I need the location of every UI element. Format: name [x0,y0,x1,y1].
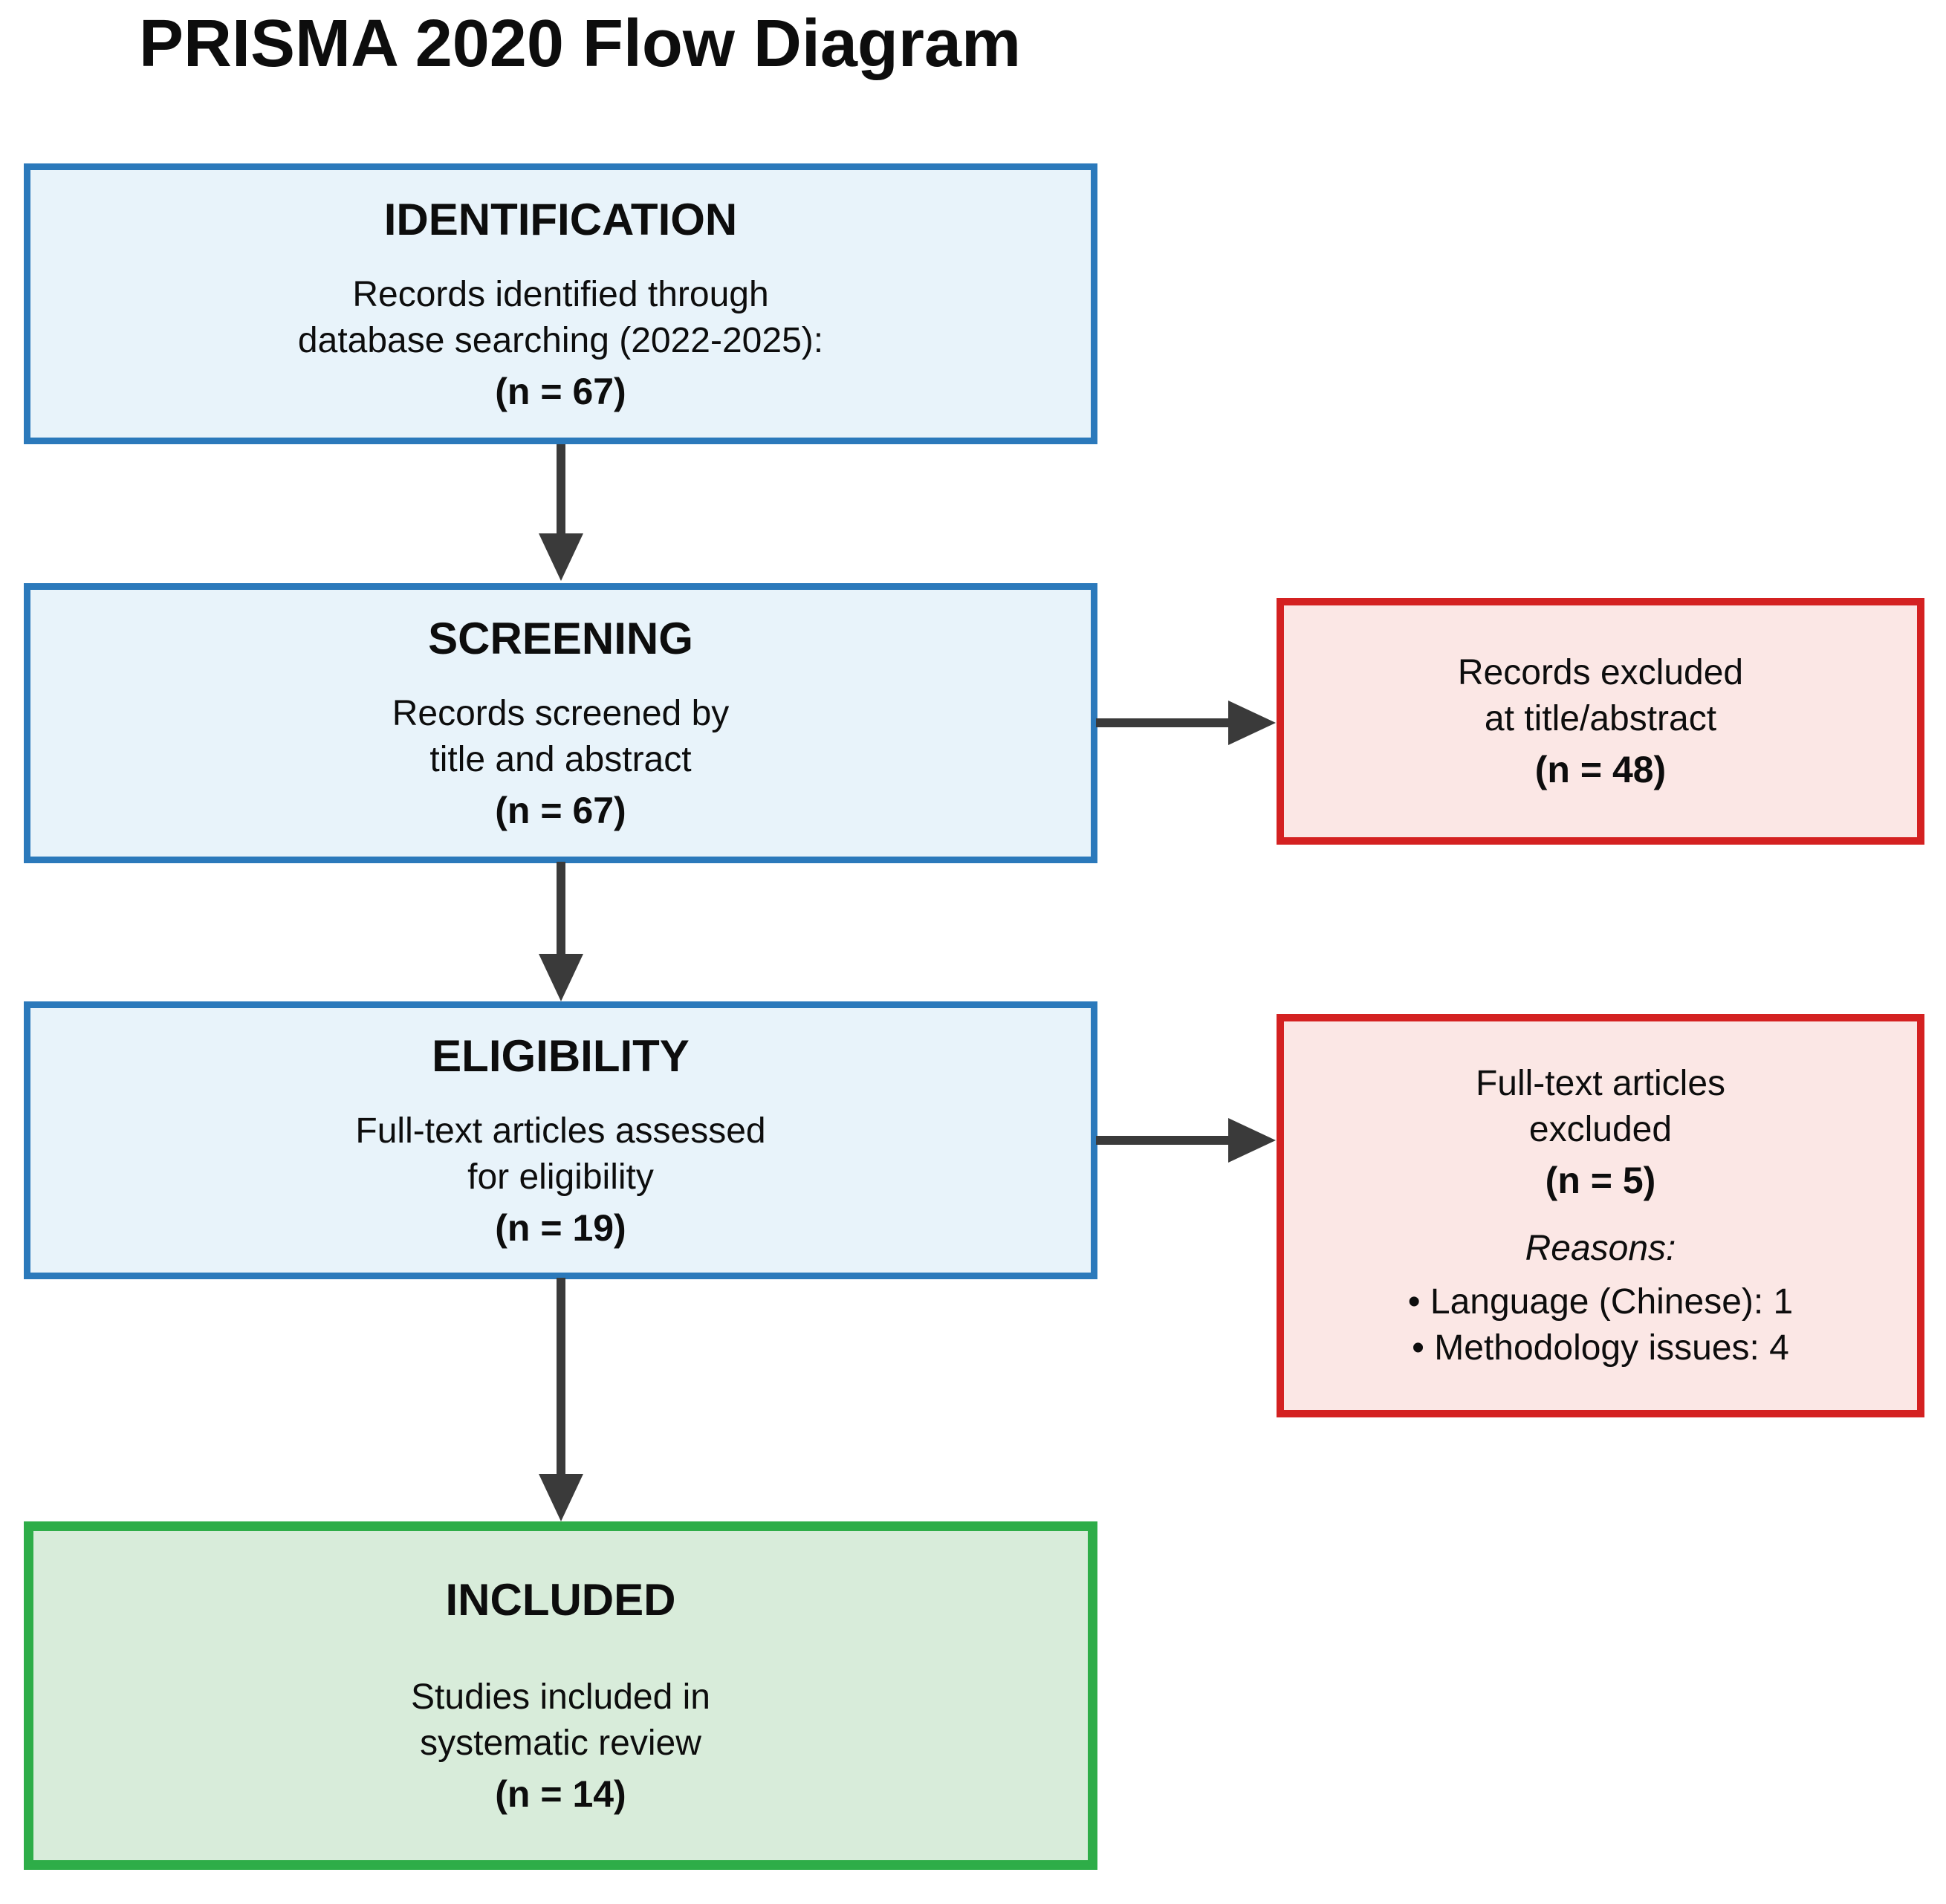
records-excluded-count: (n = 48) [1534,749,1667,790]
eligibility-heading: ELIGIBILITY [432,1030,690,1081]
arrow-eligibility-to-excluded-shaft [1096,1136,1230,1145]
arrow-screening-to-eligibility-head-icon [539,954,583,1001]
exclusion-reasons-label: Reasons: [1525,1228,1676,1268]
included-box: INCLUDED Studies included in systematic … [24,1521,1097,1870]
screening-count: (n = 67) [495,790,626,831]
fulltext-excluded-line-1: Full-text articles [1475,1063,1726,1103]
arrow-eligibility-to-excluded-head-icon [1228,1118,1276,1163]
identification-heading: IDENTIFICATION [383,194,738,244]
eligibility-count: (n = 19) [495,1206,626,1249]
identification-line-2: database searching (2022-2025): [297,320,824,360]
arrow-identification-to-screening-head-icon [539,533,583,581]
identification-count: (n = 67) [495,370,626,412]
included-line-1: Studies included in [411,1677,710,1717]
arrow-screening-to-excluded-head-icon [1228,701,1276,745]
records-excluded-line-1: Records excluded [1457,653,1744,692]
included-count: (n = 14) [495,1773,626,1815]
eligibility-line-1: Full-text articles assessed [355,1111,766,1151]
screening-line-2: title and abstract [429,740,692,779]
identification-box: IDENTIFICATION Records identified throug… [24,163,1097,444]
included-line-2: systematic review [420,1723,701,1763]
exclusion-reason-2: • Methodology issues: 4 [1412,1328,1789,1368]
eligibility-line-2: for eligibility [467,1157,654,1197]
eligibility-box: ELIGIBILITY Full-text articles assessed … [24,1001,1097,1279]
arrow-screening-to-excluded-shaft [1096,718,1230,727]
arrow-screening-to-eligibility-shaft [557,862,565,955]
included-heading: INCLUDED [445,1575,676,1625]
identification-line-1: Records identified through [352,274,769,314]
fulltext-excluded-box: Full-text articles excluded (n = 5) Reas… [1277,1014,1924,1417]
records-excluded-line-2: at title/abstract [1484,699,1717,738]
screening-box: SCREENING Records screened by title and … [24,583,1097,863]
screening-line-1: Records screened by [392,694,730,733]
page-title: PRISMA 2020 Flow Diagram [139,7,1022,81]
fulltext-excluded-line-2: excluded [1528,1109,1673,1149]
fulltext-excluded-count: (n = 5) [1545,1159,1656,1201]
arrow-identification-to-screening-shaft [557,444,565,535]
arrow-eligibility-to-included-head-icon [539,1474,583,1521]
exclusion-reason-1: • Language (Chinese): 1 [1407,1281,1794,1322]
screening-heading: SCREENING [428,614,693,663]
arrow-eligibility-to-included-shaft [557,1278,565,1475]
records-excluded-box: Records excluded at title/abstract (n = … [1277,598,1924,845]
